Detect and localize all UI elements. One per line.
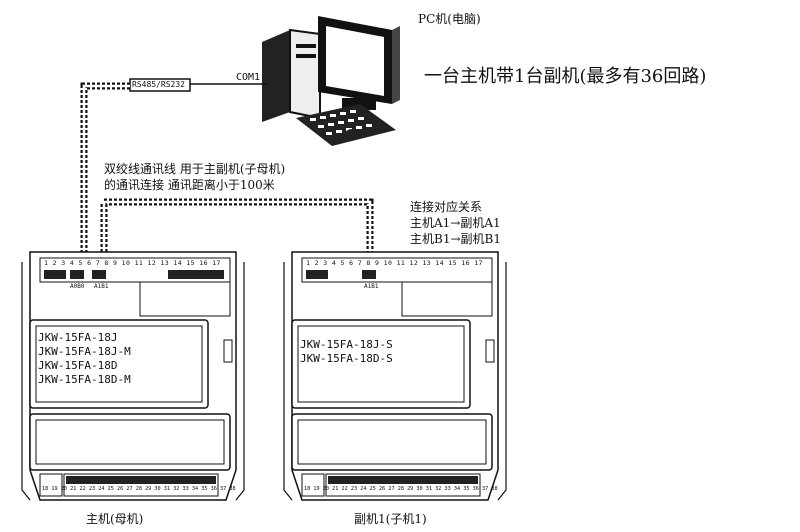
master-top-terminals: 1 2 3 4 5 6 7 8 9 10 11 12 13 14 15 16 1… — [44, 259, 221, 267]
mapping-line1: 主机A1→副机A1 — [410, 216, 501, 230]
cable-note-line1: 双绞线通讯线 用于主副机(子母机) — [104, 162, 286, 176]
master-model: JKW-15FA-18J — [38, 331, 118, 344]
pc-label: PC机(电脑) — [418, 12, 481, 26]
slave-top-terminals: 1 2 3 4 5 6 7 8 9 10 11 12 13 14 15 16 1… — [306, 259, 483, 267]
mapping-title: 连接对应关系 — [410, 200, 483, 214]
pc-computer-icon — [262, 16, 400, 146]
master-a1b1-label: A1B1 — [94, 283, 109, 290]
slave-model: JKW-15FA-18D-S — [300, 352, 393, 365]
master-model: JKW-15FA-18D — [38, 359, 118, 372]
master-model: JKW-15FA-18J-M — [38, 345, 131, 358]
master-caption: 主机(母机) — [86, 512, 144, 526]
cable-note-line2: 的通讯连接 通讯距离小于100米 — [104, 178, 275, 192]
converter-label: RS485/RS232 — [132, 80, 185, 89]
master-model: JKW-15FA-18D-M — [38, 373, 131, 386]
master-bottom-terminals: 18 19 20 21 22 23 24 25 26 27 28 29 30 3… — [42, 486, 236, 492]
master-a0b0-label: A0B0 — [70, 283, 85, 290]
headline: 一台主机带1台副机(最多有36回路) — [424, 66, 707, 87]
slave-unit — [283, 251, 507, 501]
master-unit — [21, 251, 245, 501]
slave-model: JKW-15FA-18J-S — [300, 338, 393, 351]
slave-bottom-terminals: 18 19 20 21 22 23 24 25 26 27 28 29 30 3… — [304, 486, 498, 492]
slave-caption: 副机1(子机1) — [354, 512, 427, 526]
mapping-line2: 主机B1→副机B1 — [410, 232, 501, 246]
slave-a1b1-label: A1B1 — [364, 283, 379, 290]
com1-label: COM1 — [236, 72, 261, 83]
